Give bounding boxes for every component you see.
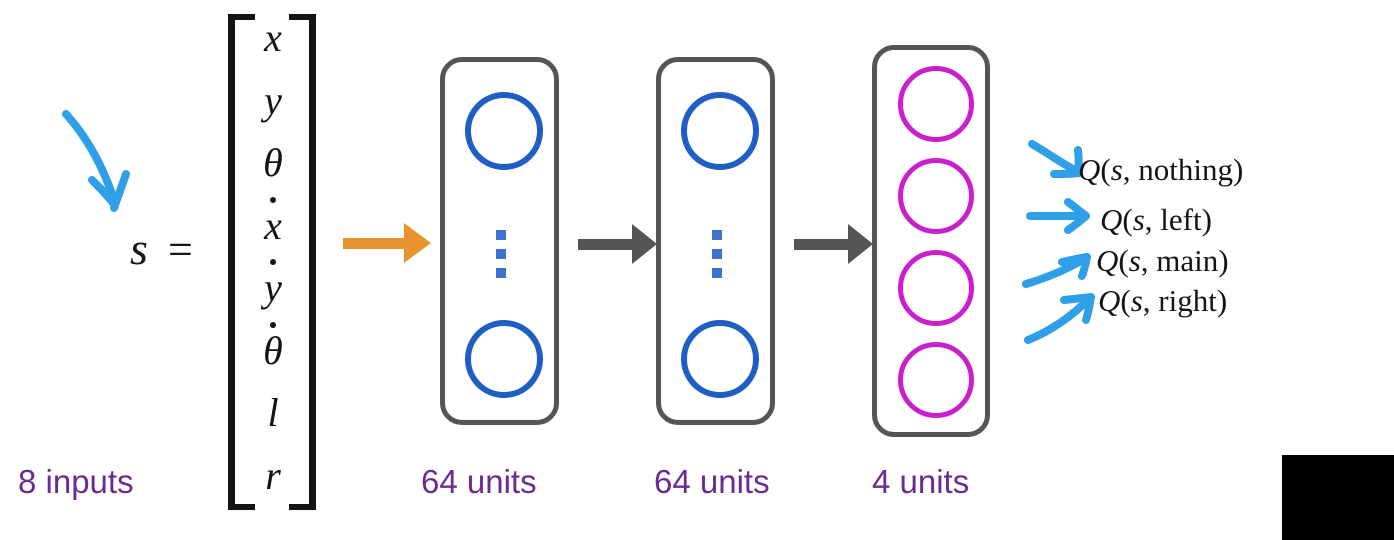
state-vector-items: x y θ x y θ l r xyxy=(246,14,300,498)
q-open-paren: ( xyxy=(1122,202,1133,237)
vector-entry-glyph: y xyxy=(264,265,282,311)
arrow-hidden-2-to-output xyxy=(794,224,874,264)
output-node xyxy=(898,250,974,326)
state-symbol: s xyxy=(130,223,150,274)
q-action-label: nothing xyxy=(1138,152,1234,187)
caption-output: 4 units xyxy=(872,463,970,500)
q-open-paren: ( xyxy=(1120,283,1131,318)
bracket-right-icon xyxy=(289,14,316,510)
q-action-label: right xyxy=(1158,283,1217,318)
output-label-right: Q(s, right) xyxy=(1098,283,1227,319)
vector-entry-glyph: θ xyxy=(263,327,283,373)
black-overlay-block xyxy=(1282,455,1394,540)
neuron-node xyxy=(681,320,759,398)
neuron-node xyxy=(465,320,543,398)
output-label-left: Q(s, left) xyxy=(1100,202,1212,238)
output-label-main: Q(s, main) xyxy=(1096,243,1229,279)
arrow-head-icon xyxy=(848,224,873,264)
layer-box-output xyxy=(872,45,990,437)
vector-entry: x xyxy=(246,196,300,248)
vector-entry: r xyxy=(246,454,300,498)
state-vector: x y θ x y θ l r xyxy=(228,14,316,510)
derivative-dot-icon xyxy=(270,321,276,328)
q-state-symbol: s xyxy=(1110,152,1123,187)
q-symbol: Q xyxy=(1096,243,1119,278)
vector-entry-glyph: x xyxy=(264,202,282,248)
vector-entry: y xyxy=(246,259,300,311)
output-label-nothing: Q(s, nothing) xyxy=(1078,152,1243,188)
arrow-shaft xyxy=(343,237,405,249)
output-arrow-main-icon xyxy=(1022,253,1091,288)
pointer-arrow-icon xyxy=(62,110,130,212)
q-comma: , xyxy=(1142,283,1151,318)
arrow-hidden-1-to-hidden-2 xyxy=(578,224,658,264)
caption-inputs: 8 inputs xyxy=(18,463,134,500)
q-comma: , xyxy=(1144,202,1153,237)
q-close-paren: ) xyxy=(1218,243,1229,278)
arrow-shaft xyxy=(578,238,633,250)
neuron-node xyxy=(681,92,759,170)
caption-hidden-2: 64 units xyxy=(654,463,770,500)
arrow-head-icon xyxy=(632,224,657,264)
vertical-ellipsis-icon xyxy=(496,230,506,278)
q-symbol: Q xyxy=(1100,202,1123,237)
vector-entry-symbol: y xyxy=(264,77,282,123)
neuron-node xyxy=(465,92,543,170)
layer-box-hidden-2 xyxy=(656,57,775,425)
q-state-symbol: s xyxy=(1130,283,1143,318)
vector-entry-symbol: θ xyxy=(263,140,283,186)
q-open-paren: ( xyxy=(1100,152,1111,187)
vector-entry-symbol: y xyxy=(264,259,282,311)
output-arrow-right-icon xyxy=(1024,293,1095,344)
q-open-paren: ( xyxy=(1118,243,1129,278)
vector-entry: θ xyxy=(246,321,300,373)
equals-sign: = xyxy=(168,225,193,274)
arrow-shaft xyxy=(794,238,849,250)
arrow-input-to-hidden-1 xyxy=(343,223,433,263)
q-action-label: main xyxy=(1156,243,1219,278)
q-state-symbol: s xyxy=(1132,202,1145,237)
derivative-dot-icon xyxy=(269,196,276,203)
q-close-paren: ) xyxy=(1201,202,1212,237)
q-symbol: Q xyxy=(1098,283,1121,318)
vector-entry-symbol: x xyxy=(264,15,282,60)
vector-entry-symbol: θ xyxy=(263,321,283,373)
q-comma: , xyxy=(1140,243,1149,278)
vector-entry-symbol: x xyxy=(264,196,282,248)
output-node xyxy=(898,66,974,142)
arrow-head-icon xyxy=(404,223,431,263)
q-close-paren: ) xyxy=(1233,152,1244,187)
vector-entry: θ xyxy=(246,141,300,185)
vertical-ellipsis-icon xyxy=(712,230,722,278)
caption-hidden-1: 64 units xyxy=(421,463,537,500)
q-state-symbol: s xyxy=(1128,243,1141,278)
q-close-paren: ) xyxy=(1216,283,1228,318)
q-action-label: left xyxy=(1160,202,1202,237)
output-node xyxy=(898,342,974,418)
vector-entry-symbol: r xyxy=(265,452,281,498)
layer-box-hidden-1 xyxy=(440,57,559,425)
vector-entry: x xyxy=(246,16,300,60)
q-comma: , xyxy=(1122,152,1131,187)
vector-entry: y xyxy=(246,79,300,123)
q-symbol: Q xyxy=(1078,152,1101,187)
derivative-dot-icon xyxy=(269,259,276,266)
vector-entry: l xyxy=(246,391,300,435)
output-arrow-left-icon xyxy=(1026,198,1090,234)
output-node xyxy=(898,158,974,234)
bracket-left-icon xyxy=(228,14,255,510)
vector-entry-symbol: l xyxy=(267,390,279,436)
